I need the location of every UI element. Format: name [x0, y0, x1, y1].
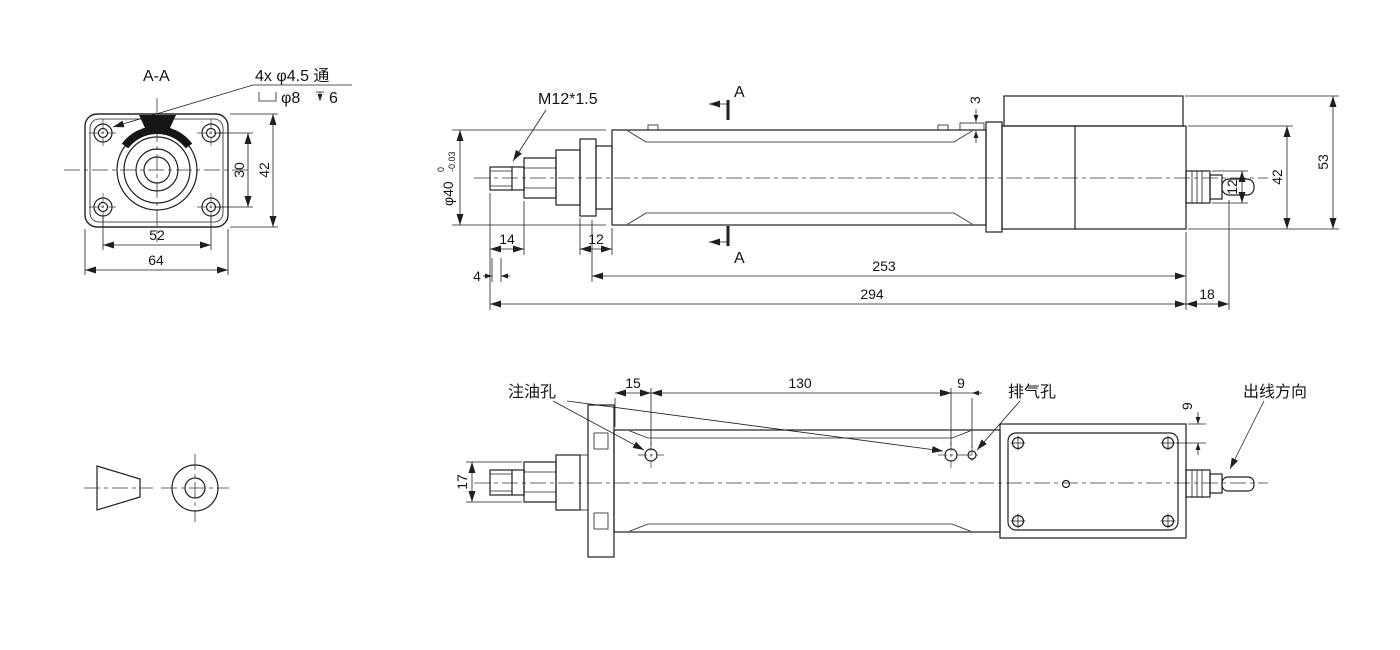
dim-18-label: 18 — [1199, 286, 1215, 302]
dim-12-label: 12 — [588, 231, 604, 247]
rear-housing — [985, 95, 1187, 233]
cover-plate — [1007, 432, 1179, 531]
hole-callout: 4x φ4.5 通 φ8 6 — [112, 67, 352, 128]
rod-collar — [555, 149, 581, 206]
bottom-view: 17 15 130 9 注油孔 排气孔 出线方向 — [454, 375, 1307, 558]
section-title: A-A — [143, 68, 170, 85]
counterbore-depth-label: 6 — [329, 90, 338, 107]
dim-4-label: 4 — [473, 268, 481, 284]
screw-head — [647, 124, 659, 131]
cable — [1221, 476, 1255, 492]
section-letter-bottom: A — [734, 250, 745, 267]
height-dimensions: 12 42 53 — [1185, 95, 1339, 230]
cylinder-tube — [611, 122, 987, 226]
end-plate — [985, 121, 1003, 233]
section-mark-bottom: A — [709, 226, 745, 267]
dim-253-label: 253 — [872, 258, 896, 274]
dim-30-label: 30 — [231, 162, 247, 178]
counterbore-dia-label: φ8 — [281, 90, 300, 107]
motor-box — [1003, 95, 1184, 127]
dim-screw-height: 3 — [967, 96, 983, 143]
dia-tol-upper: 0 — [436, 167, 446, 172]
dim-42-body-label: 42 — [1269, 169, 1285, 185]
cylinder-tube — [613, 429, 1001, 533]
dim-nut-flats: 17 — [454, 461, 522, 503]
dim-42-label: 42 — [256, 162, 272, 178]
side-view: M12*1.5 A A φ40 0 -0.03 3 — [436, 84, 1339, 310]
annotation-labels: 注油孔 排气孔 出线方向 — [508, 383, 1307, 470]
hole-note-label: 4x φ4.5 通 — [255, 67, 329, 85]
dim-17-label: 17 — [454, 474, 470, 490]
dim-dia40-label: φ40 — [440, 181, 456, 206]
counterbore-icon — [258, 92, 277, 102]
dim-52-label: 52 — [149, 227, 165, 243]
cable-direction-label: 出线方向 — [1243, 383, 1307, 401]
vent-hole-label: 排气孔 — [1008, 383, 1056, 401]
mounting-holes — [89, 119, 225, 221]
oil-hole-label: 注油孔 — [508, 383, 556, 401]
section-mark-top: A — [709, 84, 745, 120]
section-dimensions: 52 64 30 42 — [84, 113, 278, 275]
dim-cover-edge: 9 — [1176, 402, 1206, 455]
cable-connector — [1185, 170, 1255, 204]
key-slot — [139, 115, 176, 128]
rear-housing — [999, 423, 1187, 539]
section-view-aa: A-A — [64, 67, 352, 275]
dim-294-label: 294 — [860, 286, 884, 302]
dim-14-label: 14 — [499, 231, 515, 247]
screw-head — [937, 124, 949, 131]
dia-tol-lower: -0.03 — [447, 151, 457, 172]
rod-nut — [523, 461, 557, 503]
dim-12-connector-label: 12 — [1224, 179, 1240, 195]
dim-130-label: 130 — [788, 375, 812, 391]
dim-53-label: 53 — [1315, 154, 1331, 170]
thread-callout: M12*1.5 — [512, 91, 598, 162]
piston-rod — [489, 149, 581, 206]
rod-collar — [555, 454, 581, 511]
length-dimensions: 14 12 4 253 294 18 — [473, 193, 1230, 310]
projection-symbol — [84, 454, 229, 522]
front-flange — [587, 404, 615, 558]
front-flange — [579, 138, 613, 217]
dim-64-label: 64 — [148, 252, 164, 268]
sensor-block — [959, 122, 985, 131]
dim-3-label: 3 — [967, 96, 983, 104]
cable — [1221, 178, 1255, 196]
thread-note-label: M12*1.5 — [538, 91, 598, 108]
dim-9-label: 9 — [957, 375, 965, 391]
section-letter-top: A — [734, 84, 745, 101]
cable-connector — [1185, 469, 1255, 498]
hole-dimensions: 15 130 9 — [614, 375, 982, 448]
center-pin — [1061, 479, 1071, 489]
dim-9-cover-label: 9 — [1179, 402, 1195, 410]
dim-15-label: 15 — [625, 375, 641, 391]
flange-body — [84, 113, 229, 228]
cone-frustum-icon — [96, 465, 141, 511]
bearing-ring — [121, 126, 193, 149]
piston-rod — [489, 454, 589, 511]
